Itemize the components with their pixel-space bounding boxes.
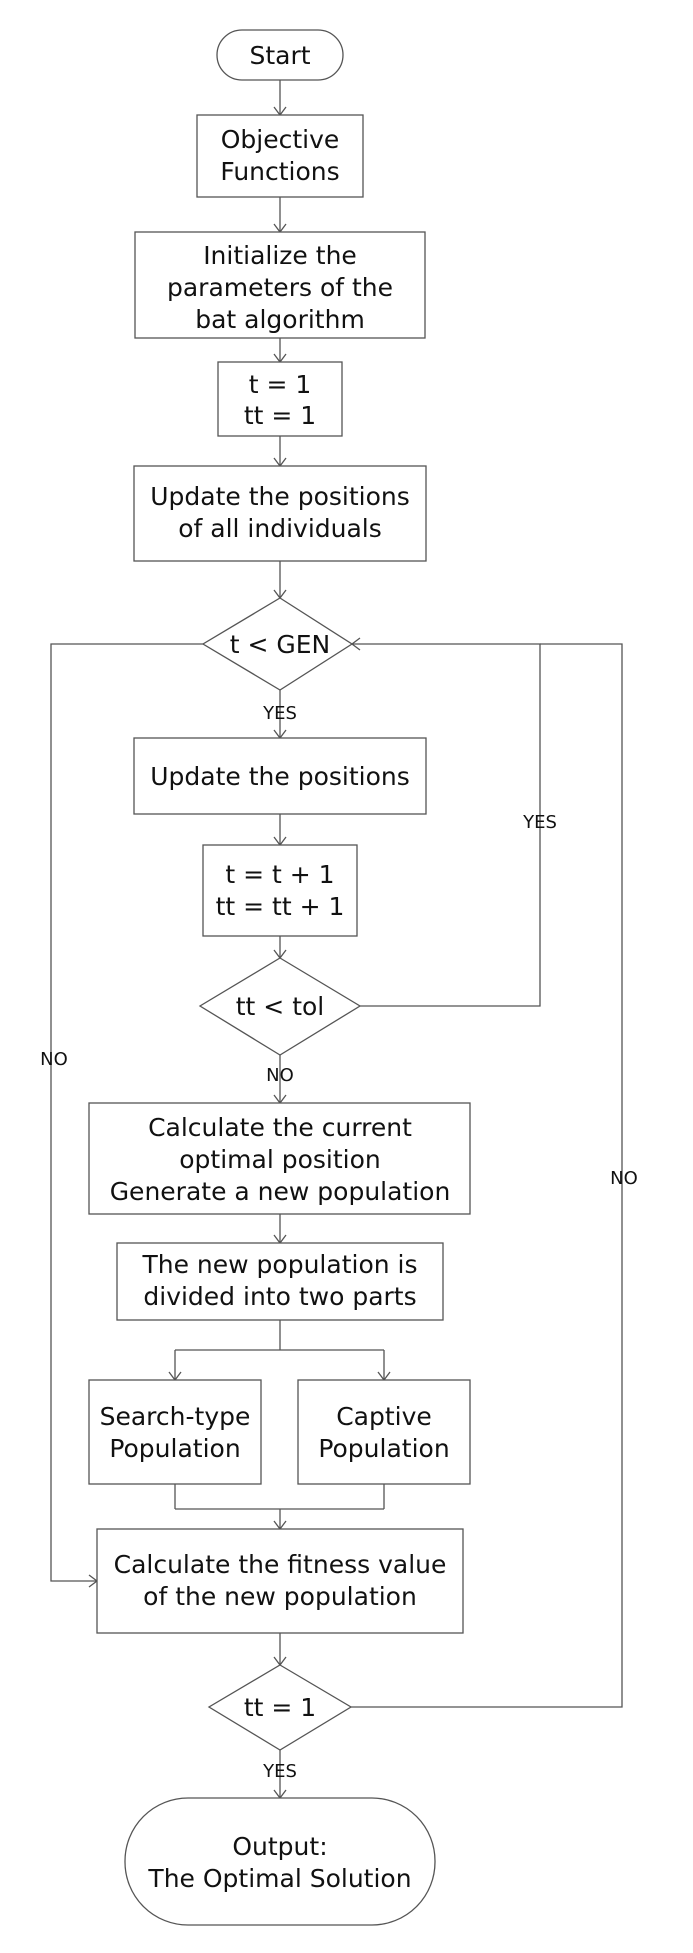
increment-box: t = t + 1 tt = tt + 1 bbox=[202, 844, 358, 937]
captive-label-line1: Captive bbox=[336, 1402, 432, 1431]
calc-label-line1: Calculate the current bbox=[148, 1113, 412, 1142]
increment-label-line2: tt = tt + 1 bbox=[216, 892, 345, 921]
update-all-label-line1: Update the positions bbox=[150, 482, 410, 511]
calc-label-line3: Generate a new population bbox=[110, 1177, 451, 1206]
objective-label-line1: Objective bbox=[221, 125, 340, 154]
decision-tt-eq-1: tt = 1 bbox=[207, 1664, 353, 1751]
update-positions-box: Update the positions bbox=[133, 737, 427, 815]
init-label-line3: bat algorithm bbox=[195, 305, 365, 334]
start-label: Start bbox=[249, 41, 310, 70]
divide-label-line1: The new population is bbox=[141, 1250, 417, 1279]
tt-no-label: NO bbox=[610, 1168, 638, 1189]
tol-yes-label: YES bbox=[522, 812, 557, 833]
initialize-parameters-box: Initialize the parameters of the bat alg… bbox=[134, 231, 426, 339]
counter-init-box: t = 1 tt = 1 bbox=[217, 361, 343, 437]
init-label-line1: Initialize the bbox=[203, 241, 357, 270]
captive-label-line2: Population bbox=[318, 1434, 449, 1463]
edges bbox=[50, 80, 623, 1800]
output-label-line2: The Optimal Solution bbox=[147, 1864, 411, 1893]
divide-population-box: The new population is divided into two p… bbox=[116, 1242, 444, 1321]
output-node: Output: The Optimal Solution bbox=[124, 1797, 436, 1926]
fitness-label-line2: of the new population bbox=[143, 1582, 417, 1611]
gen-no-label: NO bbox=[40, 1049, 68, 1070]
increment-label-line1: t = t + 1 bbox=[225, 860, 334, 889]
objective-label-line2: Functions bbox=[220, 157, 339, 186]
calculate-optimal-box: Calculate the current optimal position G… bbox=[88, 1102, 471, 1215]
decision-t-lt-gen: t < GEN bbox=[201, 597, 354, 691]
update-all-positions-box: Update the positions of all individuals bbox=[133, 465, 427, 562]
start-node: Start bbox=[216, 29, 344, 81]
counter-label-line2: tt = 1 bbox=[244, 401, 316, 430]
tol-no-label: NO bbox=[266, 1065, 294, 1086]
output-label-line1: Output: bbox=[232, 1832, 327, 1861]
calc-label-line2: optimal position bbox=[179, 1145, 381, 1174]
decision-tt-lt-tol: tt < tol bbox=[198, 957, 362, 1056]
tt-yes-label: YES bbox=[262, 1761, 297, 1782]
init-label-line2: parameters of the bbox=[167, 273, 393, 302]
search-type-population-box: Search-type Population bbox=[88, 1379, 262, 1485]
edge-labels: YES YES NO NO NO YES bbox=[40, 703, 638, 1782]
tt-eq-1-label: tt = 1 bbox=[244, 1693, 316, 1722]
captive-population-box: Captive Population bbox=[297, 1379, 471, 1485]
tt-lt-tol-label: tt < tol bbox=[236, 992, 325, 1021]
search-label-line1: Search-type bbox=[100, 1402, 251, 1431]
update-positions-label: Update the positions bbox=[150, 762, 410, 791]
calculate-fitness-box: Calculate the fitness value of the new p… bbox=[96, 1528, 464, 1634]
t-lt-gen-label: t < GEN bbox=[230, 630, 331, 659]
divide-label-line2: divided into two parts bbox=[143, 1282, 416, 1311]
counter-label-line1: t = 1 bbox=[249, 370, 312, 399]
objective-functions-box: Objective Functions bbox=[196, 114, 364, 198]
search-label-line2: Population bbox=[109, 1434, 240, 1463]
gen-yes-label: YES bbox=[262, 703, 297, 724]
fitness-label-line1: Calculate the fitness value bbox=[114, 1550, 447, 1579]
update-all-label-line2: of all individuals bbox=[178, 514, 382, 543]
